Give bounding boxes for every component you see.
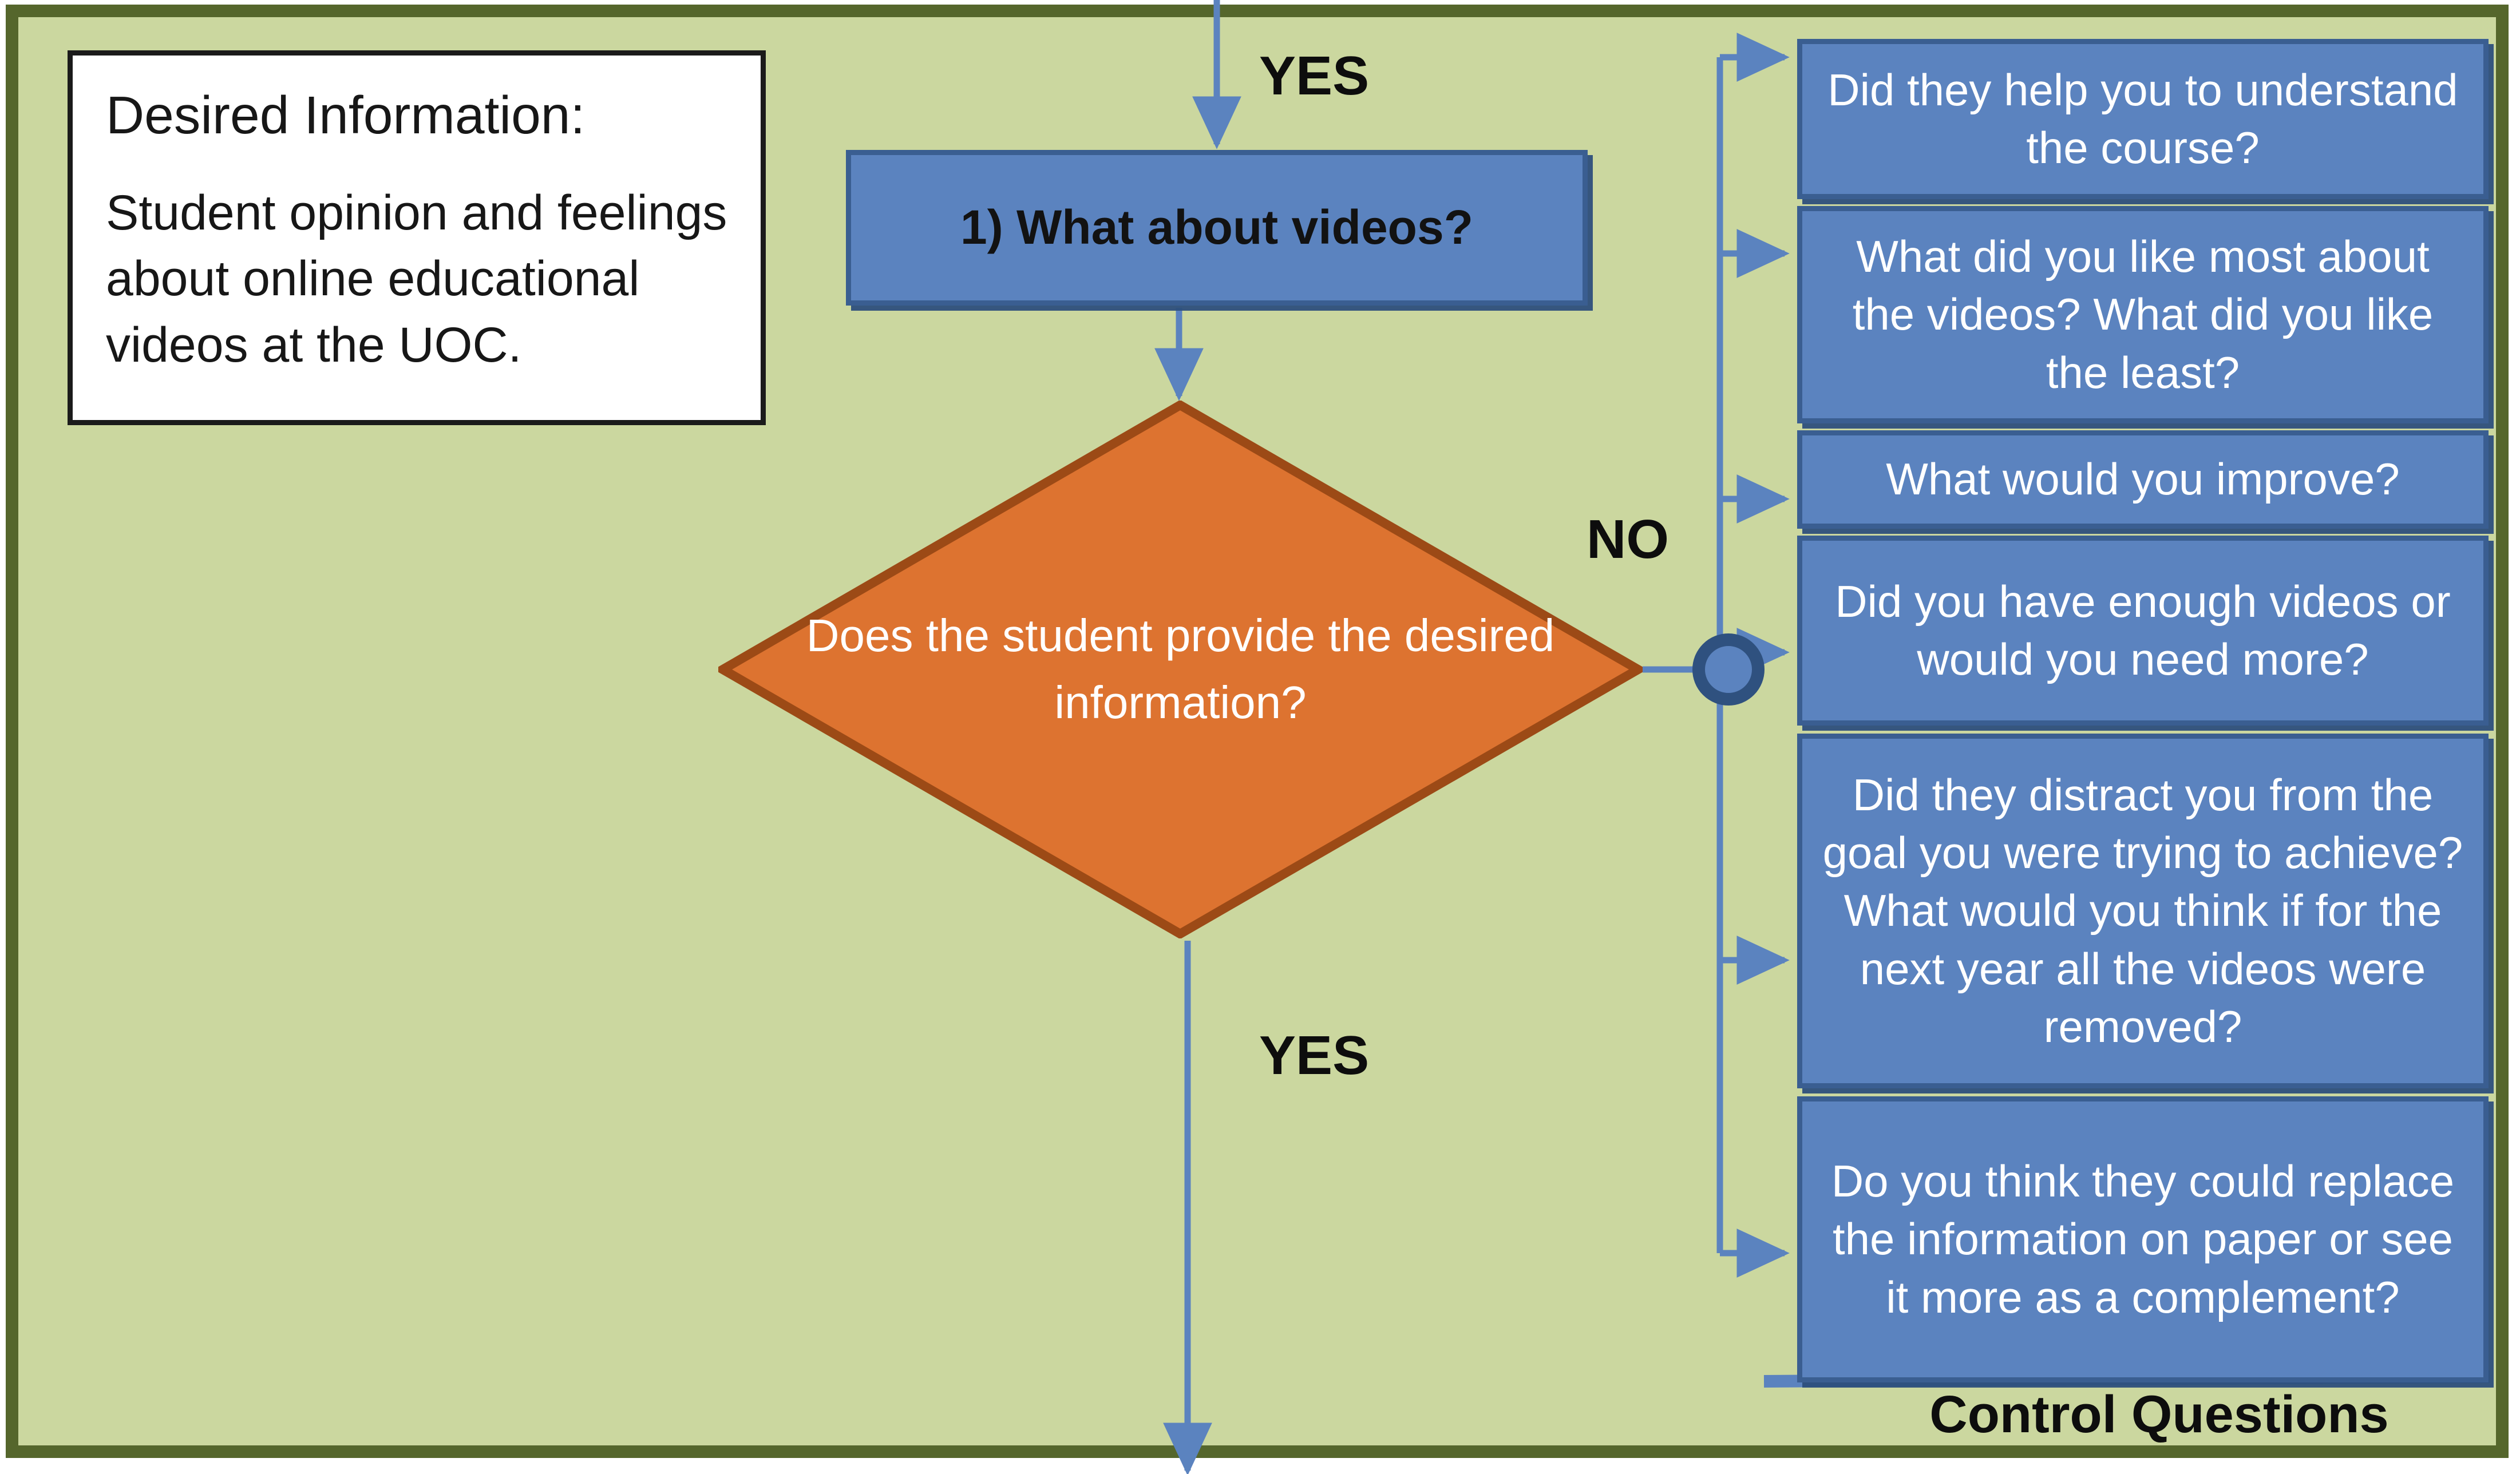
question-box-4[interactable]: Did you have enough videos or would you …: [1797, 536, 2489, 726]
question-box-1[interactable]: Did they help you to understand the cour…: [1797, 39, 2489, 199]
question-label: Did they distract you from the goal you …: [1822, 769, 2463, 1052]
question-label: Do you think they could replace the info…: [1831, 1155, 2455, 1322]
process-box-what-about-videos[interactable]: 1) What about videos?: [846, 150, 1588, 306]
question-box-6[interactable]: Do you think they could replace the info…: [1797, 1096, 2489, 1382]
edge-label-yes-bottom: YES: [1259, 1025, 1370, 1086]
desired-information-note: Desired Information: Student opinion and…: [68, 50, 766, 425]
control-questions-caption: Control Questions: [1929, 1385, 2389, 1444]
question-label: What would you improve?: [1886, 454, 2400, 505]
decision-label: Does the student provide the desired inf…: [806, 610, 1555, 728]
question-label: Did they help you to understand the cour…: [1827, 64, 2458, 173]
question-label: Did you have enough videos or would you …: [1835, 576, 2451, 684]
question-box-2[interactable]: What did you like most about the videos?…: [1797, 206, 2489, 423]
diamond-shape: [718, 401, 1643, 938]
edge-label-no: NO: [1587, 509, 1669, 570]
question-label: What did you like most about the videos?…: [1852, 231, 2434, 398]
decision-diamond[interactable]: Does the student provide the desired inf…: [718, 401, 1643, 938]
question-box-5[interactable]: Did they distract you from the goal you …: [1797, 734, 2489, 1088]
edge-label-yes-top: YES: [1259, 45, 1370, 106]
note-body: Student opinion and feelings about onlin…: [106, 185, 727, 373]
note-title: Desired Information:: [106, 85, 586, 145]
process-box-label: 1) What about videos?: [960, 200, 1474, 255]
question-box-3[interactable]: What would you improve?: [1797, 430, 2489, 529]
